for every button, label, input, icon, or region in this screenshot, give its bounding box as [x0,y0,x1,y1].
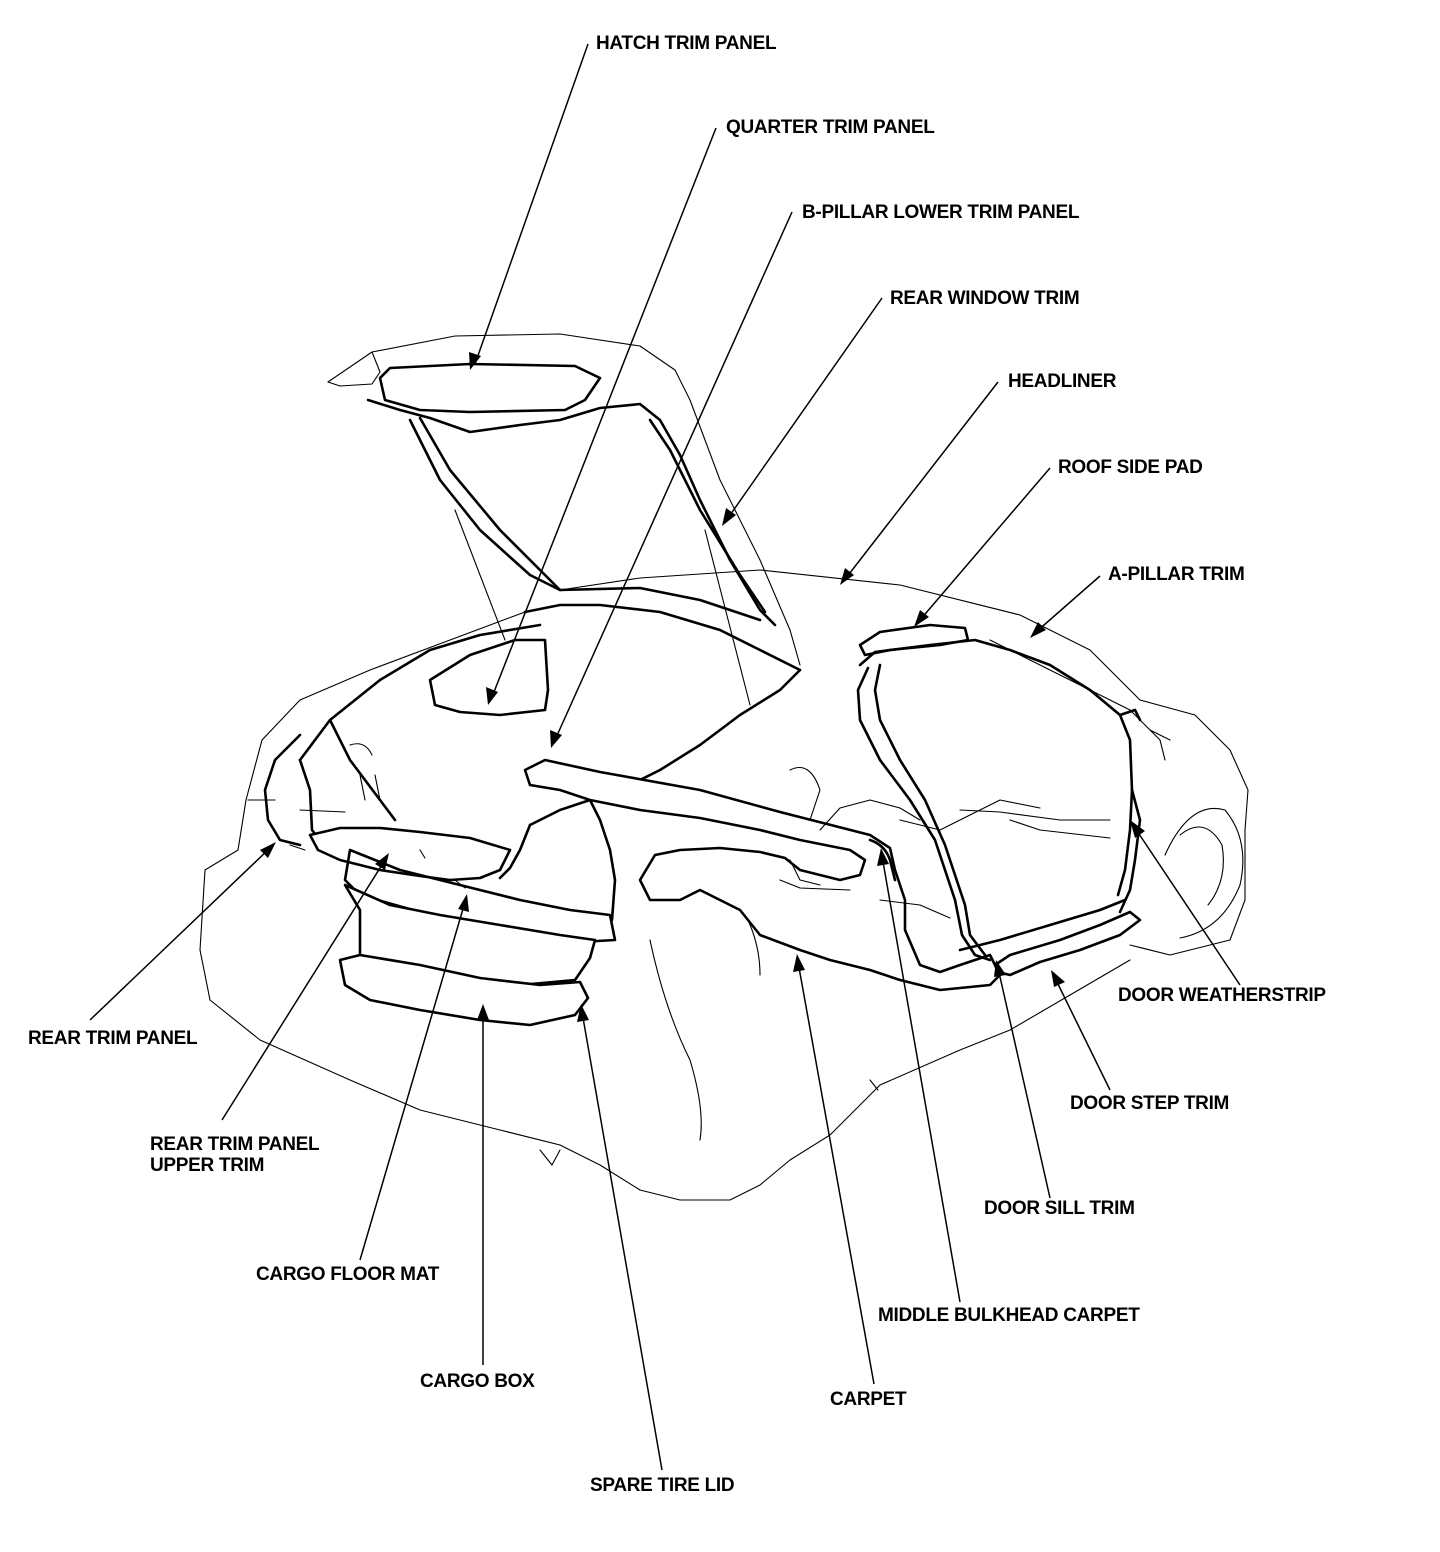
label-hatch-trim-panel: HATCH TRIM PANEL [596,33,777,54]
label-rear-window-trim: REAR WINDOW TRIM [890,288,1079,309]
callout-labels: HATCH TRIM PANEL QUARTER TRIM PANEL B-PI… [28,33,1327,1496]
label-cargo-box: CARGO BOX [420,1371,535,1392]
quarter-trim-panel-shape [428,638,550,717]
middle-bulkhead-carpet-shape [868,838,897,882]
door-step-trim-shape [993,910,1142,977]
label-quarter-trim-panel: QUARTER TRIM PANEL [726,117,935,138]
door-weatherstrip-shape [858,638,1134,897]
trim-parts [263,362,1142,1027]
rear-trim-panel-shape [263,733,302,847]
label-rear-trim-panel: REAR TRIM PANEL [28,1028,198,1049]
label-rear-trim-panel-upper-trim-line2: UPPER TRIM [150,1155,264,1176]
label-b-pillar-lower-trim-panel: B-PILLAR LOWER TRIM PANEL [802,202,1080,223]
roof-side-pad-shape [858,623,970,657]
label-middle-bulkhead-carpet: MIDDLE BULKHEAD CARPET [878,1305,1140,1326]
label-spare-tire-lid: SPARE TIRE LID [590,1475,734,1496]
label-door-step-trim: DOOR STEP TRIM [1070,1093,1229,1114]
carpet-shape [523,758,1002,992]
label-door-weatherstrip: DOOR WEATHERSTRIP [1118,985,1326,1006]
leader-lines [89,43,1241,1471]
label-headliner: HEADLINER [1008,371,1117,392]
label-roof-side-pad: ROOF SIDE PAD [1058,457,1203,478]
label-a-pillar-trim: A-PILLAR TRIM [1108,564,1244,585]
door-sill-trim-shape [958,898,1127,952]
label-carpet: CARPET [830,1389,907,1410]
cargo-floor-mat-shape [308,826,512,882]
hatch-trim-panel-shape [378,362,602,414]
label-rear-trim-panel-upper-trim-line1: REAR TRIM PANEL [150,1134,320,1155]
label-cargo-floor-mat: CARGO FLOOR MAT [256,1264,440,1285]
label-door-sill-trim: DOOR SILL TRIM [984,1198,1135,1219]
